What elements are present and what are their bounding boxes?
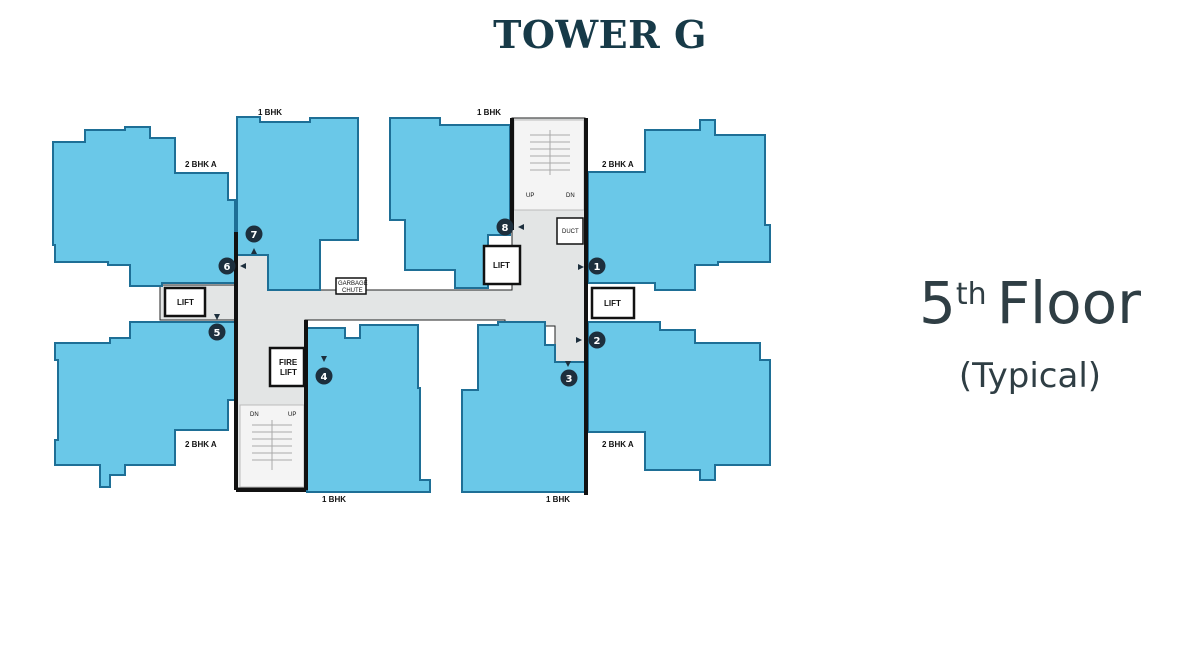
marker-2: 2 — [576, 331, 606, 349]
unit-label-bottom-mid-right: 1 BHK — [546, 495, 570, 504]
marker-5: 5 — [208, 314, 226, 341]
floor-heading: 5th Floor — [880, 269, 1180, 337]
unit-2bhk-top-left — [52, 126, 236, 287]
marker-2-text: 2 — [594, 336, 601, 347]
unit-label-bottom-left: 2 BHK A — [185, 440, 217, 449]
unit-label-top-left: 2 BHK A — [185, 160, 217, 169]
unit-1bhk-top-left — [236, 116, 359, 291]
floor-plan: LIFT LIFT LIFT FIRE LIFT GARBAGE CHUTE D… — [52, 108, 771, 504]
marker-4-text: 4 — [321, 372, 328, 383]
stair-top-up-label: UP — [526, 193, 534, 199]
lift-center-box — [482, 244, 522, 286]
stair-top-dn-label: DN — [566, 193, 575, 199]
marker-8-text: 8 — [502, 223, 509, 234]
unit-label-bottom-mid-left: 1 BHK — [322, 495, 346, 504]
fire-lift-label-2: LIFT — [280, 368, 297, 377]
marker-4: 4 — [315, 356, 333, 385]
lift-left-box — [163, 286, 207, 318]
duct-box — [556, 217, 584, 245]
unit-2bhk-bottom-right — [587, 321, 771, 481]
fire-lift-box — [268, 346, 306, 388]
marker-6-text: 6 — [224, 262, 231, 273]
marker-8: 8 — [496, 218, 524, 236]
lift-left-label: LIFT — [177, 298, 194, 307]
floor-word: Floor — [996, 269, 1141, 337]
garbage-label-2: CHUTE — [342, 288, 363, 294]
marker-7: 7 — [245, 225, 263, 254]
garbage-label-1: GARBAGE — [338, 281, 368, 287]
marker-6: 6 — [218, 257, 246, 275]
floor-suffix: th — [955, 277, 987, 312]
unit-1bhk-bottom-left — [306, 324, 431, 493]
core-walls — [234, 118, 588, 495]
marker-3-text: 3 — [566, 374, 573, 385]
lift-center-label: LIFT — [493, 261, 510, 270]
marker-5-text: 5 — [214, 328, 221, 339]
lift-right-label: LIFT — [604, 299, 621, 308]
floor-subtitle: (Typical) — [958, 356, 1102, 396]
fire-lift-label-1: FIRE — [279, 358, 298, 367]
stair-bottom-up-label: UP — [288, 412, 296, 418]
duct-label: DUCT — [562, 229, 579, 235]
tower-title: TOWER G — [493, 12, 707, 57]
unit-2bhk-bottom-left — [54, 321, 236, 488]
unit-2bhk-top-right — [587, 119, 771, 291]
unit-1bhk-bottom-center — [461, 321, 586, 493]
marker-7-text: 7 — [251, 230, 258, 241]
marker-1: 1 — [578, 257, 606, 275]
lift-right-box — [590, 286, 636, 320]
stair-bottom-dn-label: DN — [250, 412, 259, 418]
stair-top — [513, 119, 585, 211]
unit-label-top-right: 2 BHK A — [602, 160, 634, 169]
unit-label-bottom-right: 2 BHK A — [602, 440, 634, 449]
unit-1bhk-top-center — [389, 117, 511, 289]
unit-label-top-mid-right: 1 BHK — [477, 108, 501, 117]
floor-number: 5 — [919, 269, 956, 337]
unit-label-top-mid-left: 1 BHK — [258, 108, 282, 117]
marker-3: 3 — [560, 361, 578, 387]
marker-1-text: 1 — [594, 262, 601, 273]
garbage-chute-box — [335, 277, 367, 295]
stair-bottom — [239, 404, 305, 488]
